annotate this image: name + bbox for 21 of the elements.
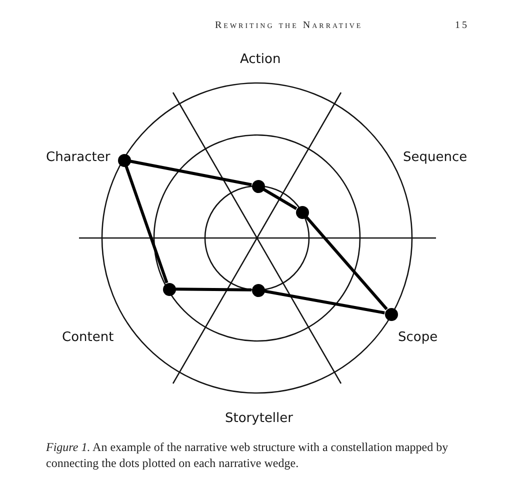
wedge-label: Sequence xyxy=(403,150,468,165)
figure-caption: Figure 1. An example of the narrative web structure with a constellation mapped by connecting the dots plotted on each narrative wedge. xyxy=(46,439,450,471)
connecting-line xyxy=(305,216,388,310)
plotted-dot xyxy=(252,284,264,296)
connecting-line xyxy=(130,160,252,186)
wedge-label: Character xyxy=(46,150,110,165)
plotted-dot xyxy=(118,154,130,166)
wedge-label: Storyteller xyxy=(225,411,294,426)
plotted-dot xyxy=(296,206,308,218)
plotted-dot xyxy=(384,308,398,320)
connecting-line xyxy=(264,290,385,314)
wedge-label: Action xyxy=(240,52,281,67)
plotted-dot xyxy=(252,180,264,192)
wedge-label: Content xyxy=(62,330,114,345)
wedge-label: Scope xyxy=(398,330,438,345)
page-number: 15 xyxy=(455,20,469,31)
connecting-line xyxy=(175,288,252,292)
running-header: Rewriting the Narrative xyxy=(215,20,363,31)
connecting-line xyxy=(262,188,298,210)
plotted-dot xyxy=(162,282,176,296)
connecting-line xyxy=(124,166,168,284)
